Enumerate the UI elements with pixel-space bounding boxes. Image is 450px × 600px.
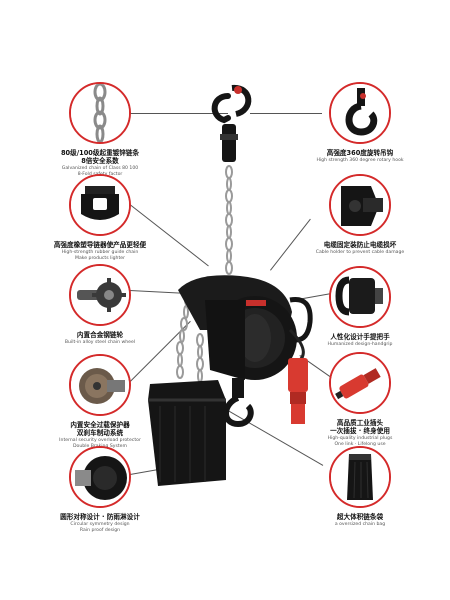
feature-bag: 超大体积链条袋 a oversized chain bag (300, 446, 420, 528)
feature-cable-badge (329, 174, 391, 236)
feature-guide-title: 高强度橡塑导链器使产品更轻便 (53, 241, 147, 249)
feature-cable-title: 电缆固定装防止电缆损坏 (323, 241, 397, 249)
handgrip-icon (331, 268, 389, 326)
feature-cable-subtitle: Cable holder to prevent cable damage (315, 250, 405, 256)
feature-protector-title: 内置安全过载保护器 双刹车制动系统 (70, 421, 130, 438)
chain-bag-icon (331, 448, 389, 506)
feature-circular-title: 圆形对称设计 · 防雨淋设计 (60, 513, 140, 521)
feature-bag-badge (329, 446, 391, 508)
feature-circular: 圆形对称设计 · 防雨淋设计 Circular symmetry design … (40, 446, 160, 534)
feature-plug-title: 高品质工业插头 一次插拔 · 终身使用 (330, 419, 390, 436)
industrial-plug-icon (331, 354, 389, 412)
feature-guide: 高强度橡塑导链器使产品更轻便 High-strength rubber guid… (40, 174, 160, 262)
feature-chain: 80级/100级起重镀锌链条 8倍安全系数 Galvanized chain o… (40, 82, 160, 178)
chain-wheel-icon (71, 266, 129, 324)
feature-chain-badge (69, 82, 131, 144)
feature-wheel-title: 内置合金钢链轮 (76, 331, 124, 339)
gear-clutch-icon (71, 356, 129, 414)
feature-hook-title: 高强度360度旋转吊钩 (326, 149, 394, 157)
feature-guide-subtitle: High-strength rubber guide chain Make pr… (61, 250, 139, 262)
feature-handgrip-badge (329, 266, 391, 328)
feature-circular-subtitle: Circular symmetry design Rain proof desi… (70, 522, 130, 534)
feature-handgrip-subtitle: Humanized design-handgrip (327, 342, 393, 348)
feature-handgrip-title: 人性化设计手提把手 (330, 333, 390, 341)
feature-bag-subtitle: a oversized chain bag (334, 522, 386, 528)
feature-guide-badge (69, 174, 131, 236)
feature-cable: 电缆固定装防止电缆损坏 Cable holder to prevent cabl… (300, 174, 420, 256)
feature-hook-subtitle: High strength 360 degree rotary hook (316, 158, 404, 164)
feature-protector: 内置安全过载保护器 双刹车制动系统 Internal security over… (40, 354, 160, 450)
leader-chain (130, 113, 228, 114)
feature-hook-badge (329, 82, 391, 144)
leader-hook (250, 113, 322, 114)
motor-housing-icon (71, 448, 129, 506)
feature-wheel: 内置合金钢链轮 Built-in alloy steel chain wheel (40, 264, 160, 346)
feature-handgrip: 人性化设计手提把手 Humanized design-handgrip (300, 266, 420, 348)
feature-plug-subtitle: High-quality industrial plugs One link ·… (327, 436, 393, 448)
feature-circular-badge (69, 446, 131, 508)
feature-wheel-badge (69, 264, 131, 326)
feature-plug: 高品质工业插头 一次插拔 · 终身使用 High-quality industr… (300, 352, 420, 448)
hook-icon (331, 84, 389, 142)
cable-holder-icon (331, 176, 389, 234)
feature-plug-badge (329, 352, 391, 414)
feature-hook: 高强度360度旋转吊钩 High strength 360 degree rot… (300, 82, 420, 164)
feature-protector-badge (69, 354, 131, 416)
feature-chain-title: 80级/100级起重镀锌链条 8倍安全系数 (60, 149, 140, 166)
chain-guide-icon (71, 176, 129, 234)
chain-icon (71, 84, 129, 142)
feature-wheel-subtitle: Built-in alloy steel chain wheel (64, 340, 136, 346)
feature-bag-title: 超大体积链条袋 (336, 513, 384, 521)
